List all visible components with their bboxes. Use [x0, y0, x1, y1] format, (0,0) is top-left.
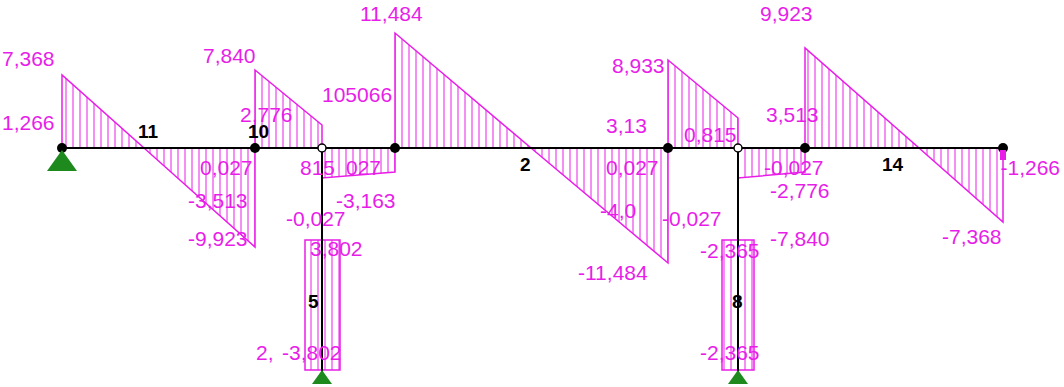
member-number: 11 [138, 122, 158, 141]
shear-value: 2, [256, 342, 274, 363]
shear-value: 9,923 [760, 3, 813, 24]
shear-value: 0,815 [684, 124, 737, 145]
shear-value: -0,027 [286, 208, 346, 229]
shear-value: -3,802 [282, 342, 342, 363]
frame-members [62, 148, 1003, 372]
shear-value: 027 [346, 157, 381, 178]
shear-value: 8,933 [612, 55, 665, 76]
shear-value: -2,365 [700, 342, 760, 363]
member-number: 14 [882, 155, 903, 174]
member-number: 10 [248, 122, 269, 141]
shear-value: -0,027 [764, 157, 824, 178]
shear-value: -2,365 [700, 240, 760, 261]
shear-value: 3,802 [310, 238, 363, 259]
shear-value: 3,13 [606, 115, 647, 136]
shear-value: -7,368 [942, 226, 1002, 247]
shear-value: 105066 [322, 84, 392, 105]
shear-value: -2,776 [770, 180, 830, 201]
shear-value: 815 [300, 157, 335, 178]
shear-fill [62, 33, 1003, 370]
shear-value: 7,368 [2, 48, 55, 69]
member-number: 8 [732, 292, 743, 311]
shear-value: -3,513 [188, 190, 248, 211]
shear-value: -1,266 [1000, 157, 1060, 178]
shear-value: -7,840 [770, 228, 830, 249]
shear-value: -4,0 [600, 200, 636, 221]
shear-value: 11,484 [360, 3, 423, 24]
shear-value: 0,027 [200, 157, 253, 178]
shear-value: 3,513 [766, 104, 819, 125]
member-number: 5 [308, 292, 319, 311]
member-number: 2 [520, 155, 531, 174]
shear-value: 7,840 [203, 45, 256, 66]
supports [47, 150, 1006, 384]
joints [57, 143, 1008, 153]
shear-value: 0,027 [606, 157, 659, 178]
shear-value: 1,266 [2, 112, 55, 133]
shear-value: -11,484 [578, 262, 648, 283]
shear-value: -0,027 [662, 208, 722, 229]
shear-value: -9,923 [188, 228, 248, 249]
